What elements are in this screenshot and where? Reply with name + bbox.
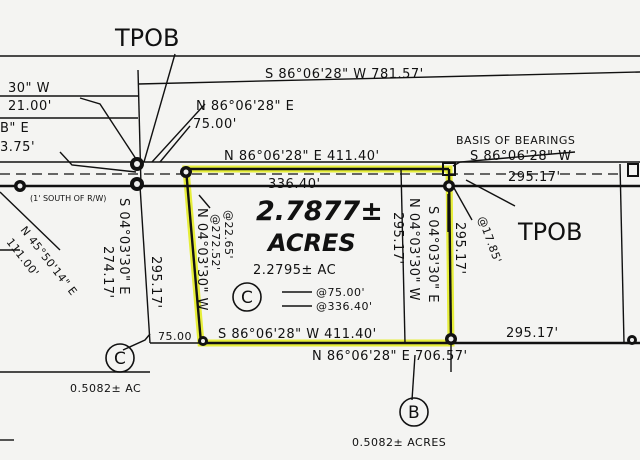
right-side-bearing: S 04°03'30" E [425, 206, 440, 303]
frag-30-w: 30" W [8, 81, 50, 96]
frag-b-e: B" E [0, 121, 29, 136]
inner-right-bearing: N 04°03'30" W [406, 198, 421, 301]
frag-21: 21.00' [8, 99, 52, 114]
n-dist-upper: 75.00' [193, 117, 237, 132]
area-small: 2.2795± AC [253, 263, 336, 278]
circle-c-left-letter: C [114, 349, 126, 369]
at-22-65: @22.65' [222, 210, 235, 259]
circle-c-mid-letter: C [241, 288, 253, 308]
left-dim-1: S 04°03'30" E [116, 198, 131, 295]
at-75: @75.00' [316, 286, 365, 299]
at-272-52: @272.52' [209, 214, 222, 271]
leader-lines [59, 53, 576, 401]
basis-bearing: S 86°06'28" W [470, 149, 572, 164]
circle-b: B [399, 397, 429, 427]
frag-375: 3.75' [0, 140, 35, 155]
circle-b-letter: B [408, 403, 420, 423]
circle-c-mid: C [232, 282, 262, 312]
area-acres: ACRES [266, 229, 356, 257]
circle-c-left: C [105, 343, 135, 373]
top-bearing-label: S 86°06'28" W 781.57' [265, 67, 424, 82]
n-bearing-upper: N 86°06'28" E [196, 99, 294, 114]
area-c-left: 0.5082± AC [70, 382, 141, 395]
left-dim-2: 274.17' [100, 246, 115, 299]
bottom-right-dist: 295.17' [506, 326, 559, 341]
tpob-right-label: TPOB [517, 218, 583, 246]
at-17-85: @17.85' [475, 215, 504, 266]
tpob-top-label: TPOB [114, 24, 180, 52]
dist-295-17-right: 295.17' [508, 170, 561, 185]
basis-of-bearings: BASIS OF BEARINGS [456, 134, 575, 147]
bottom-n-bearing: N 86°06'28" E 706.57' [312, 349, 468, 364]
area-big: 2.7877± [256, 196, 383, 227]
monuments [14, 157, 639, 346]
at-336-40: @336.40' [316, 300, 373, 313]
dist-336-40: 336.40' [268, 177, 321, 192]
bottom-bearing: S 86°06'28" W 411.40' [218, 327, 377, 342]
left-dim-3: 295.17' [148, 256, 163, 309]
bottom-75: 75.00 [158, 330, 192, 343]
inner-right-dist: 295.17' [390, 212, 405, 265]
top-line-bearing: N 86°06'28" E 411.40' [224, 149, 380, 164]
south-of-rw: (1' SOUTH OF R/W) [30, 194, 106, 203]
boundary-lines [0, 55, 640, 441]
area-b: 0.5082± ACRES [352, 436, 446, 449]
right-side-dist: 295.17' [452, 222, 467, 275]
inner-left-bearing: N 04°03'30" W [194, 208, 209, 311]
